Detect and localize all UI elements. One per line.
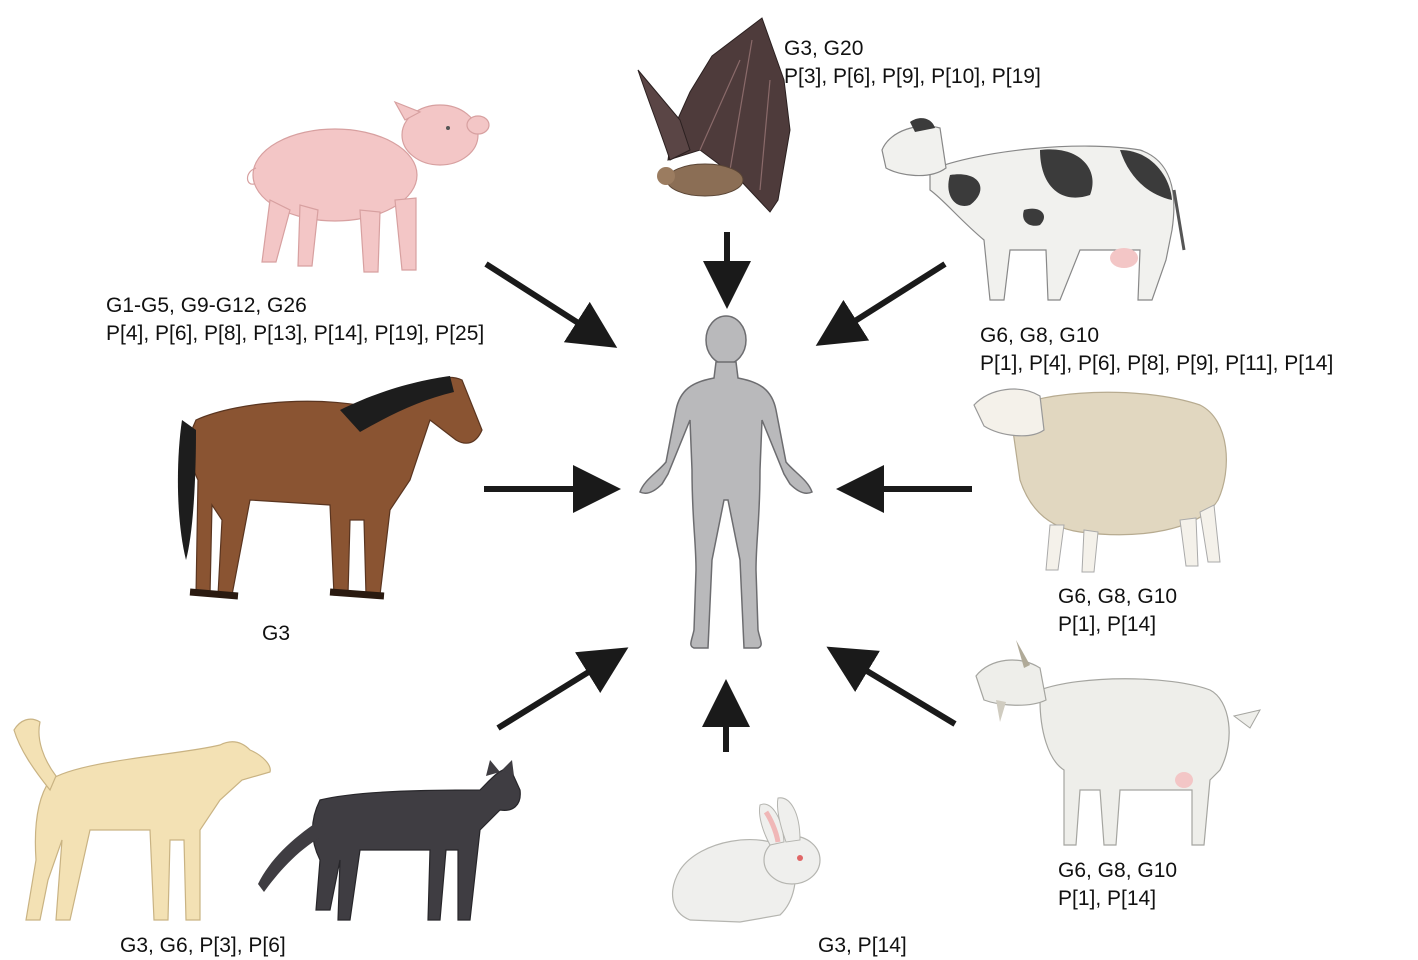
arrow-cow-to-human	[836, 264, 945, 333]
sheep-label-genotypes-p: P[1], P[14]	[1058, 611, 1177, 639]
rabbit-label-genotypes: G3, P[14]	[818, 932, 907, 960]
sheep-label: G6, G8, G10 P[1], P[14]	[1058, 583, 1177, 639]
cat-icon	[258, 760, 520, 920]
sheep-label-genotypes-g: G6, G8, G10	[1058, 583, 1177, 611]
goat-icon	[976, 640, 1260, 845]
bat-label-genotypes-p: P[3], P[6], P[9], P[10], P[19]	[784, 63, 1041, 91]
arrow-dogcat-to-human	[498, 660, 608, 728]
rabbit-icon	[673, 798, 820, 922]
horse-label: G3	[262, 620, 290, 648]
horse-label-genotypes-g: G3	[262, 620, 290, 648]
horse-icon	[178, 376, 482, 596]
bat-icon	[638, 18, 790, 212]
pig-label: G1-G5, G9-G12, G26 P[4], P[6], P[8], P[1…	[106, 292, 484, 348]
pig-icon	[248, 102, 490, 272]
dog-cat-label: G3, G6, P[3], P[6]	[120, 932, 286, 960]
dog-icon	[14, 719, 270, 920]
pig-label-genotypes-g: G1-G5, G9-G12, G26	[106, 292, 484, 320]
arrow-pig-to-human	[486, 264, 597, 335]
human-icon	[640, 316, 812, 648]
goat-label-genotypes-p: P[1], P[14]	[1058, 885, 1177, 913]
cow-label: G6, G8, G10 P[1], P[4], P[6], P[8], P[9]…	[980, 322, 1333, 378]
rabbit-label: G3, P[14]	[818, 932, 907, 960]
dog-cat-label-genotypes: G3, G6, P[3], P[6]	[120, 932, 286, 960]
bat-label: G3, G20 P[3], P[6], P[9], P[10], P[19]	[784, 35, 1041, 91]
cow-label-genotypes-g: G6, G8, G10	[980, 322, 1333, 350]
bat-label-genotypes-g: G3, G20	[784, 35, 1041, 63]
cow-label-genotypes-p: P[1], P[4], P[6], P[8], P[9], P[11], P[1…	[980, 350, 1333, 378]
sheep-icon	[974, 389, 1226, 572]
goat-label-genotypes-g: G6, G8, G10	[1058, 857, 1177, 885]
arrow-goat-to-human	[847, 659, 955, 724]
goat-label: G6, G8, G10 P[1], P[14]	[1058, 857, 1177, 913]
pig-label-genotypes-p: P[4], P[6], P[8], P[13], P[14], P[19], P…	[106, 320, 484, 348]
